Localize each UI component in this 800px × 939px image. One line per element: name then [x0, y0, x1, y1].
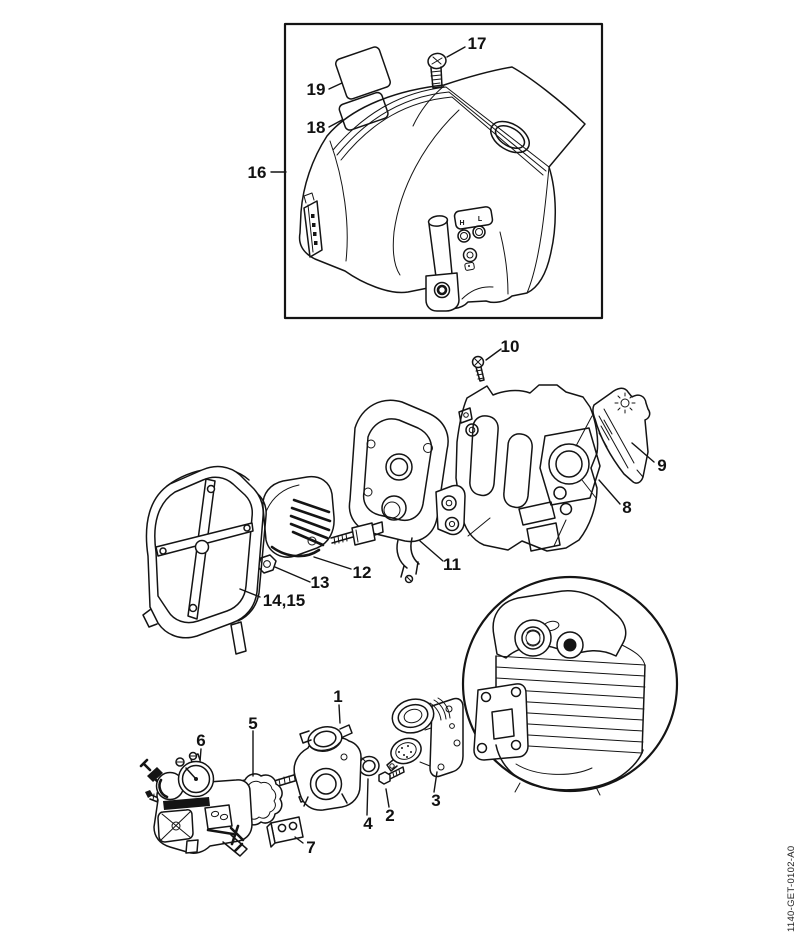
shutter-cover-part	[592, 387, 651, 484]
leader-lines	[199, 46, 655, 844]
carb-adjuster-plate: H L	[453, 206, 494, 271]
spark-plug-boss	[514, 619, 552, 657]
retainer-plate-part	[266, 816, 304, 848]
air-filter-part	[142, 465, 267, 655]
callouts: 1 2 3 4 5 6 7 8 9 10 11 12 13 14,15 16 1…	[196, 34, 666, 857]
label-sticker-18	[338, 91, 389, 131]
callout-17: 17	[468, 34, 487, 53]
drawing-number: 1140-GET-0102-A0	[786, 846, 797, 932]
callout-13: 13	[311, 573, 330, 592]
cylinder-inset	[461, 575, 679, 796]
sun-icon	[614, 392, 636, 414]
callout-12: 12	[353, 563, 372, 582]
housing-screw-part	[471, 355, 485, 382]
shroud-tube	[425, 215, 460, 312]
callout-16: 16	[248, 163, 267, 182]
callout-6: 6	[196, 731, 205, 750]
callout-11: 11	[443, 555, 461, 574]
callout-2: 2	[385, 806, 394, 825]
brand-badge	[303, 192, 323, 258]
label-sticker-19	[335, 46, 391, 100]
callout-8: 8	[622, 498, 631, 517]
shroud-detail-box: H L	[283, 22, 604, 320]
callout-1: 1	[333, 687, 342, 706]
filter-cover-part	[262, 475, 335, 558]
cover-handle-opening	[490, 120, 530, 154]
manifold-part	[386, 697, 464, 778]
callout-10: 10	[501, 337, 520, 356]
callout-19: 19	[307, 80, 326, 99]
flange-screw-part	[378, 766, 405, 785]
filter-base-part	[330, 399, 466, 584]
callout-5: 5	[248, 714, 257, 733]
callout-4: 4	[363, 814, 373, 833]
carb-bracket-part	[273, 724, 362, 811]
carburetor-part	[139, 751, 253, 857]
adjuster-label-l: L	[478, 216, 483, 223]
callout-9: 9	[657, 456, 666, 475]
callout-7: 7	[306, 838, 315, 857]
carb-housing-part	[455, 384, 601, 552]
detail-frame	[283, 22, 604, 320]
adjuster-label-h: H	[459, 220, 464, 227]
sleeve-ring-part	[358, 755, 380, 777]
callout-14-15: 14,15	[263, 591, 306, 610]
cover-screw-part	[427, 52, 447, 89]
callout-3: 3	[431, 791, 440, 810]
mounting-stud	[330, 521, 384, 546]
shroud-cover-part: H L	[298, 66, 586, 312]
callout-18: 18	[307, 118, 326, 137]
